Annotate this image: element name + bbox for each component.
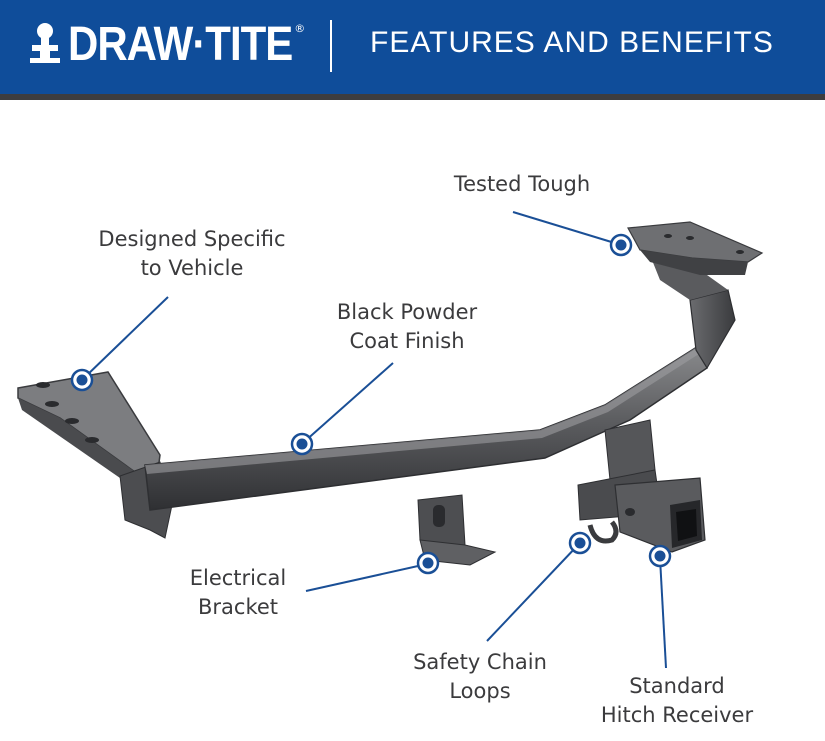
- registered-mark: ®: [294, 21, 306, 35]
- brand-wordmark: DRAW·TITE: [68, 16, 293, 71]
- page-title: FEATURES AND BENEFITS: [370, 26, 774, 59]
- electrical-bracket-part: [417, 494, 497, 566]
- label-line: Bracket: [197, 595, 279, 619]
- label-line: to Vehicle: [140, 256, 244, 280]
- feature-label-powder-coat: Black Powder Coat Finish: [302, 298, 512, 356]
- marker-tested-tough: [609, 233, 633, 257]
- label-line: Loops: [449, 679, 511, 703]
- label-line: Tested Tough: [453, 172, 591, 196]
- label-line: Electrical: [189, 566, 287, 590]
- callout-markers: [70, 233, 672, 575]
- label-line: Hitch Receiver: [600, 703, 754, 727]
- label-line: Designed Specific: [98, 227, 286, 251]
- trailer-ball-icon: [30, 23, 60, 63]
- feature-label-hitch-receiver: Standard Hitch Receiver: [584, 672, 770, 730]
- label-line: Standard: [629, 674, 725, 698]
- left-mounting-bracket: [17, 371, 173, 539]
- callout-lines: [83, 211, 667, 669]
- label-line: Safety Chain: [413, 650, 547, 674]
- feature-label-electrical-bracket: Electrical Bracket: [163, 564, 313, 622]
- receiver-assembly: [577, 419, 706, 553]
- label-line: Coat Finish: [349, 329, 465, 353]
- marker-hitch-receiver: [648, 544, 672, 568]
- marker-powder-coat: [290, 432, 314, 456]
- feature-label-designed-specific: Designed Specific to Vehicle: [72, 225, 312, 283]
- marker-safety-chain: [568, 531, 592, 555]
- header-divider: [330, 20, 332, 72]
- feature-label-safety-chain: Safety Chain Loops: [390, 648, 570, 706]
- header-banner: DRAW·TITE ® FEATURES AND BENEFITS: [0, 0, 825, 100]
- marker-electrical-bracket: [416, 551, 440, 575]
- feature-label-tested-tough: Tested Tough: [432, 170, 612, 199]
- right-mounting-plate: [627, 221, 764, 275]
- marker-designed-specific: [70, 368, 94, 392]
- label-line: Black Powder: [336, 300, 478, 324]
- draw-tite-logo: DRAW·TITE ®: [30, 14, 305, 74]
